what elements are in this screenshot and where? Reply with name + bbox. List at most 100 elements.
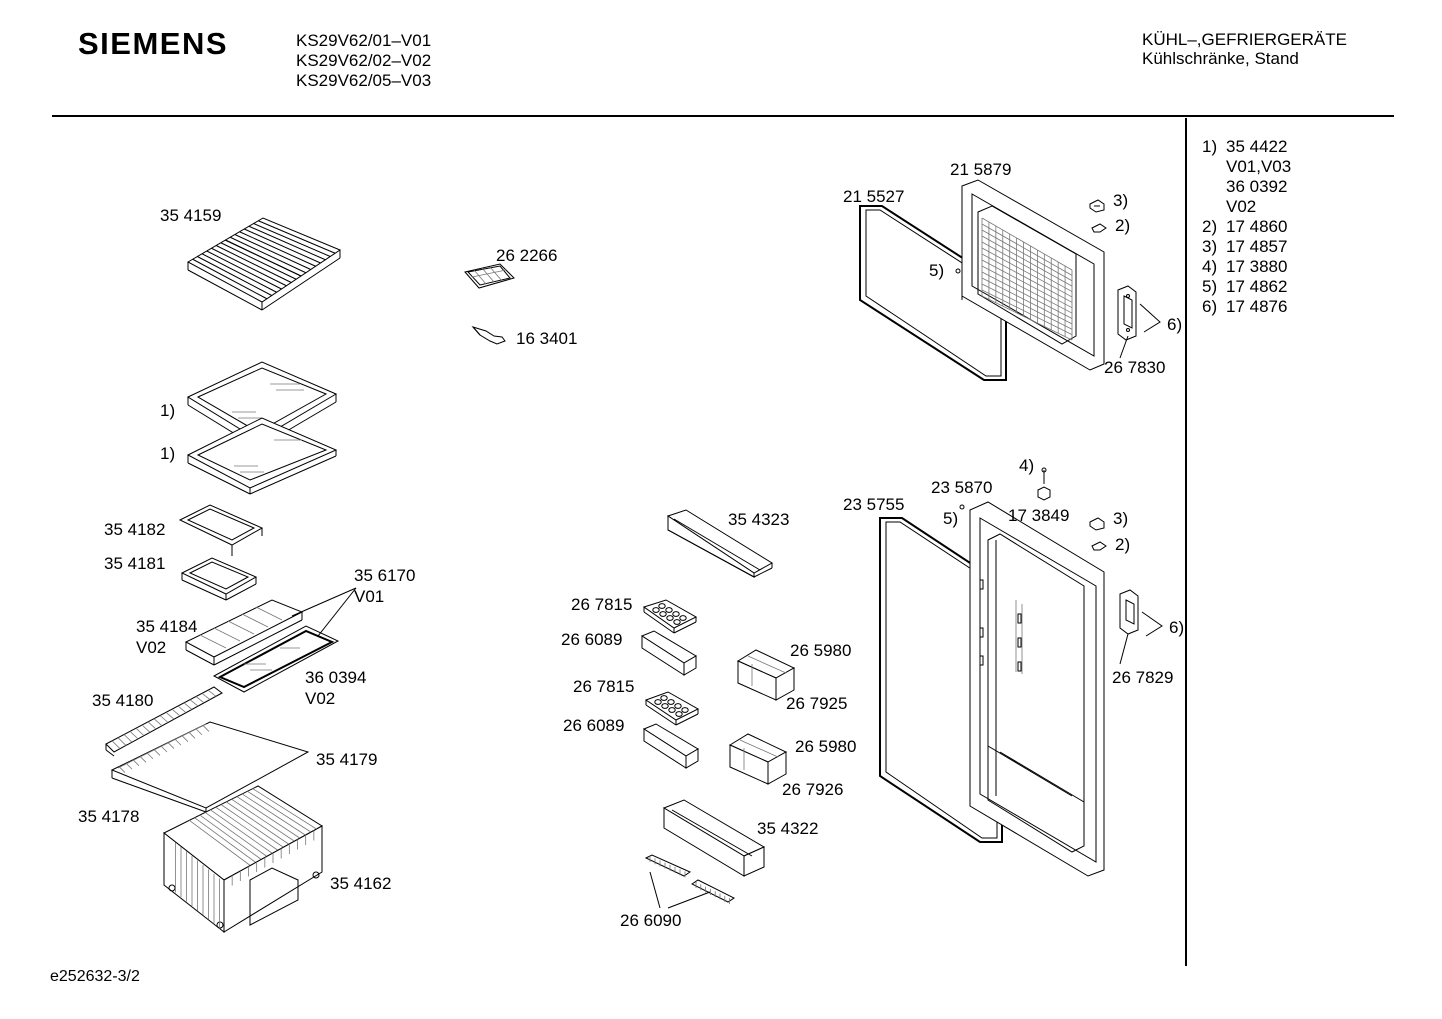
egg-tray-part [642,599,698,634]
leader-line [1141,611,1163,637]
air-vent-strip-part [105,686,223,757]
reference-label: 2) [1115,535,1130,554]
part-number-label: 26 6089 [561,630,622,649]
part-number-label: 26 7815 [573,677,634,696]
ice-cube-tray-part [464,263,515,289]
legend-row: 36 0392 [1202,177,1291,197]
appliance-category: KÜHL–,GEFRIERGERÄTE Kühlschränke, Stand [1142,30,1347,68]
legend-row: V01,V03 [1202,157,1291,177]
model-number: KS29V62/01–V01 [296,31,432,50]
model-number: KS29V62/05–V03 [296,71,432,90]
small-tray-part [180,557,258,601]
wire-shelf-part [186,217,342,311]
part-number-label: 26 5980 [795,737,856,756]
freezer-door-gasket-part [859,205,1007,381]
part-number-label: 21 5527 [843,187,904,206]
reference-label: 4) [1019,456,1034,475]
variant-label: V02 [305,689,335,708]
leader-line [317,587,357,637]
handle-part [1117,285,1137,341]
part-number-label: 26 7925 [786,694,847,713]
legend-key: 2) [1202,217,1218,236]
variant-label: V02 [136,638,166,657]
screw-part [955,268,961,274]
part-number-label: 26 5980 [790,641,851,660]
model-number: KS29V62/02–V02 [296,51,432,70]
legend-row: 1)35 4422 [1202,137,1291,157]
part-number-label: 35 4159 [160,206,221,225]
leader-line [667,891,711,909]
legend-value: 17 4857 [1226,237,1288,256]
part-number-label: 26 6090 [620,911,681,930]
hinge-pin-part [1091,223,1107,233]
reference-label: 6) [1167,315,1182,334]
leader-line [1119,633,1129,665]
hinge-cap-part [1089,517,1105,531]
legend-key: 3) [1202,237,1218,256]
part-number-label: 26 7829 [1112,668,1173,687]
legend-row: 2) 17 4860 [1202,217,1291,237]
part-number-label: 35 6170 [354,566,415,585]
screw-part [959,504,965,510]
legend-key: 1) [1202,137,1218,156]
reference-label: 6) [1169,618,1184,637]
ice-scraper-part [471,326,506,345]
part-number-label: 35 4323 [728,510,789,529]
reference-label: 1) [160,444,175,463]
leader-line [1139,303,1161,333]
reference-label: 3) [1113,509,1128,528]
thermostat-knob-part [1037,467,1051,501]
handle-part [1119,589,1139,635]
legend-row: 5)17 4862 [1202,277,1291,297]
legend-row: 6)17 4876 [1202,297,1291,317]
part-number-label: 35 4184 [136,617,197,636]
part-number-label: 26 7830 [1104,358,1165,377]
legend-row: 4)17 3880 [1202,257,1291,277]
leader-line [291,587,357,617]
egg-tray-part [644,691,700,726]
crisper-cover-part [184,599,304,666]
reference-label: 2) [1115,216,1130,235]
part-number-label: 35 4182 [104,520,165,539]
legend-value: 36 0392 [1226,177,1288,196]
reference-label: 3) [1113,191,1128,210]
part-number-label: 21 5879 [950,160,1011,179]
crisper-panel-part [110,721,310,813]
part-number-label: 26 7815 [571,595,632,614]
bin-clip-part [691,879,735,905]
legend-row: V02 [1202,197,1291,217]
part-number-label: 26 7926 [782,780,843,799]
header-divider [52,115,1394,117]
bottle-holder-part [736,649,796,701]
legend-row: 3) 17 4857 [1202,237,1291,257]
part-number-label: 23 5870 [931,478,992,497]
part-number-label: 35 4178 [78,807,139,826]
part-number-label: 35 4181 [104,554,165,573]
leader-line [1119,335,1129,359]
bottle-holder-part [728,733,788,785]
part-number-label: 36 0394 [305,668,366,687]
small-door-bin-part [640,630,697,676]
drawing-number: e252632-3/2 [50,968,140,985]
bin-clip-part [644,854,692,878]
part-number-label: 35 4162 [330,874,391,893]
brand-logo: SIEMENS [78,26,229,61]
part-number-label: 17 3849 [1008,506,1069,525]
small-door-bin-part [642,723,699,769]
part-number-label: 35 4179 [316,750,377,769]
part-number-label: 26 6089 [563,716,624,735]
leader-line [649,871,661,909]
reference-label: 1) [160,401,175,420]
legend-value: 17 4860 [1226,217,1288,236]
legend-key: 4) [1202,257,1218,276]
category-line: Kühlschränke, Stand [1142,49,1299,68]
hinge-pin-part [1091,541,1107,551]
part-number-label: 35 4322 [757,819,818,838]
part-number-label: 35 4180 [92,691,153,710]
category-line: KÜHL–,GEFRIERGERÄTE [1142,30,1347,49]
freezer-door-part [961,179,1105,371]
reference-label: 5) [929,261,944,280]
door-bin-upper-part [666,509,773,578]
legend-value: 17 4862 [1226,277,1288,296]
